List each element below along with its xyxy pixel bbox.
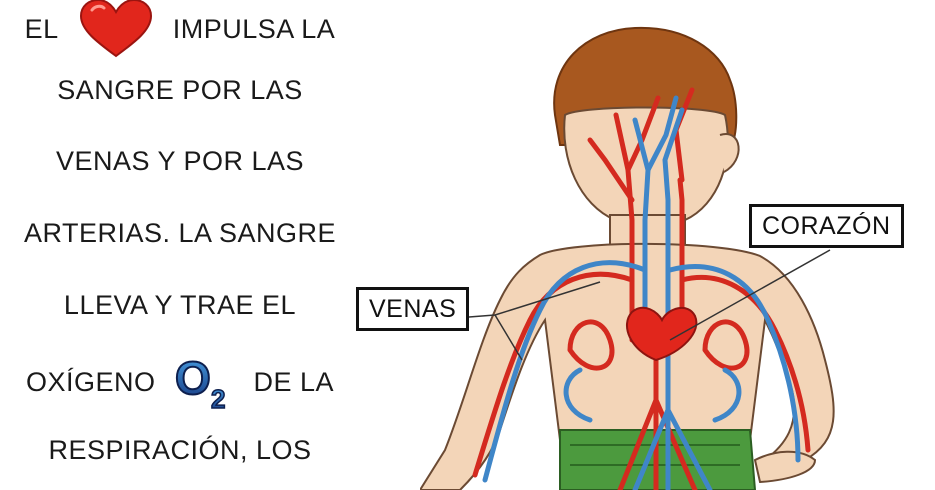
heart-organ: [626, 306, 698, 362]
text-line-6: OXÍGENO O 2 DE LA: [0, 352, 360, 410]
text-line-3: VENAS Y POR LAS: [55, 146, 305, 176]
o2-subscript: 2: [211, 384, 226, 410]
text-line-6-end: DE LA: [253, 366, 335, 397]
heart-icon: [79, 0, 152, 58]
o2-symbol: O: [175, 354, 211, 404]
text-line-5: LLEVA Y TRAE EL: [63, 290, 297, 320]
text-line-6-start: OXÍGENO: [25, 366, 156, 397]
veins-label: VENAS: [356, 287, 470, 331]
text-line-1-end: IMPULSA LA: [172, 14, 336, 44]
o2-icon: O 2: [174, 354, 226, 410]
arteries: [472, 87, 811, 490]
circulatory-system-illustration: [420, 26, 835, 490]
text-line-4: ARTERIAS. LA SANGRE: [23, 218, 337, 248]
text-line-1-start: EL: [24, 14, 59, 44]
hand: [753, 450, 817, 484]
veins: [482, 95, 801, 490]
text-line-2: SANGRE POR LAS: [57, 75, 303, 105]
text-column: EL IMPULSA LA SANGRE POR LAS VENAS Y POR…: [0, 0, 360, 490]
text-line-1: EL IMPULSA LA: [0, 0, 360, 58]
heart-label: CORAZÓN: [749, 204, 904, 248]
text-line-7: RESPIRACIÓN, LOS: [48, 435, 312, 465]
heart-pointer-line: [669, 249, 831, 341]
